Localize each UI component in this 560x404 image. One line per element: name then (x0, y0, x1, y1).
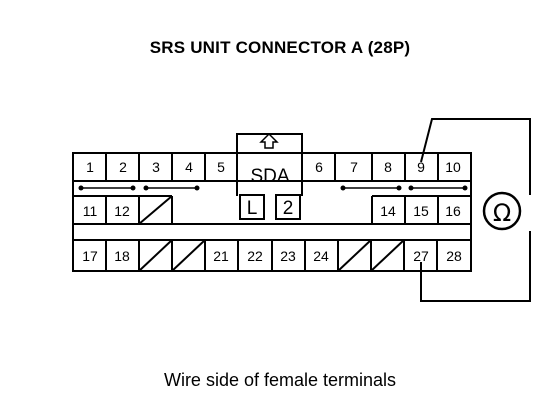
pin-label: 11 (83, 203, 98, 219)
pin-label: 2 (119, 159, 127, 175)
pin-label: 15 (413, 203, 429, 219)
pin-label: 5 (217, 159, 225, 175)
diagram-caption: Wire side of female terminals (163, 370, 397, 390)
lock-number-box (275, 194, 301, 220)
pin-label: 7 (350, 159, 358, 175)
empty-cavity-mark (171, 239, 206, 272)
diagram-title: SRS UNIT CONNECTOR A (28P) (149, 38, 411, 57)
ohm-symbol: Ω (493, 199, 511, 227)
lock-letter: L (247, 198, 258, 219)
lock-number: 2 (283, 198, 294, 219)
test-lead-lower (420, 231, 531, 302)
pin-label: 4 (185, 159, 193, 175)
pin-label: 24 (313, 248, 329, 264)
pin-label: 12 (114, 203, 130, 219)
lock-letter-box (239, 194, 265, 220)
empty-cavity-mark (138, 195, 173, 225)
pin-label: 16 (445, 203, 461, 219)
test-lead-upper (420, 118, 531, 195)
arrow-up-icon (259, 132, 279, 149)
ohm-meter-icon (482, 191, 522, 231)
pin-label: 10 (445, 159, 461, 175)
pin-label: 22 (247, 248, 263, 264)
pin-label: 27 (413, 248, 429, 264)
pin-label: 17 (82, 248, 98, 264)
pin-label: 23 (280, 248, 296, 264)
empty-cavity-mark (337, 239, 372, 272)
pin-label: 3 (152, 159, 160, 175)
pin-label: 14 (380, 203, 396, 219)
pin-label: 8 (384, 159, 392, 175)
center-label: SDA (250, 166, 289, 187)
empty-cavity-mark (138, 239, 173, 272)
pin-label: 6 (315, 159, 323, 175)
pin-label: 18 (114, 248, 130, 264)
pin-label: 21 (213, 248, 229, 264)
pin-label: 28 (446, 248, 462, 264)
pin-label: 9 (417, 159, 425, 175)
pin-label: 1 (86, 159, 94, 175)
connector-top-tab (236, 133, 303, 153)
empty-cavity-mark (370, 239, 405, 272)
